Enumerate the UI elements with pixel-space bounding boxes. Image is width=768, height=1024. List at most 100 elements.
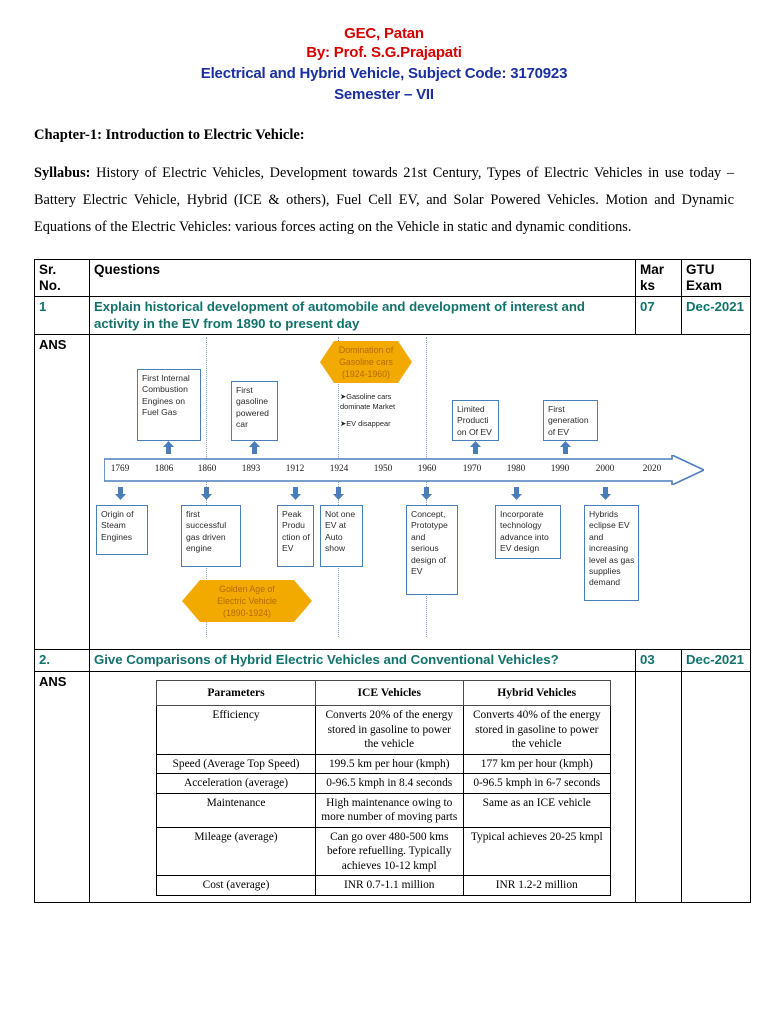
row1-sr-no: 1 (34, 296, 90, 335)
arrow-up-icon-1893 (249, 441, 260, 454)
col-header-sr-line2: No. (39, 278, 61, 293)
banner-top-text: Domination of Gasoline cars (1924-1960) (337, 344, 395, 380)
row1-ans-label: ANS (34, 334, 90, 650)
year-label-1924: 1924 (329, 464, 349, 474)
comparison-col-parameters: Parameters (156, 679, 316, 706)
col-header-gtu-line2: Exam (686, 278, 723, 293)
arrow-down-icon-1769 (115, 487, 126, 500)
year-label-1893: 1893 (241, 464, 261, 474)
banner-bottom-text: Golden Age of Electric Vehicle (1890-192… (215, 583, 279, 619)
questions-table: Sr. No. Questions Mar ks GTU Exam 1 Expl… (34, 259, 751, 903)
arrow-down-icon-1960 (421, 487, 432, 500)
col-header-questions: Questions (89, 259, 636, 297)
timeline-bullet-2: ➤EV disappear (340, 419, 391, 428)
comparison-hybrid-mileage: Typical achieves 20-25 kmpl (462, 826, 611, 876)
row1-answer-cell: First Internal Combustion Engines on Fue… (89, 334, 751, 650)
banner-domination-of-gasoline-cars: Domination of Gasoline cars (1924-1960) (320, 337, 412, 387)
header-line-institute: GEC, Patan (344, 25, 424, 42)
table-row: Cost (average) INR 0.7-1.1 million INR 1… (156, 875, 611, 896)
comparison-param-acceleration: Acceleration (average) (156, 773, 316, 794)
col-header-marks: Mar ks (635, 259, 682, 297)
table-row: Maintenance High maintenance owing to mo… (156, 792, 611, 828)
arrow-up-icon-1970 (470, 441, 481, 454)
timeline-bullets: ➤Gasoline cars dominate Market ➤EV disap… (340, 392, 420, 436)
timeline-box-above-1970: Limited Producti on Of EV (452, 400, 499, 441)
row2-gtu-exam: Dec-2021 (681, 649, 751, 672)
ice-vs-hybrid-comparison-table: Parameters ICE Vehicles Hybrid Vehicles … (156, 679, 611, 896)
banner-top-line3: (1924-1960) (342, 369, 390, 379)
col-header-marks-line1: Mar (640, 262, 665, 277)
row2-ans-label: ANS (34, 670, 90, 903)
banner-bottom-line3: (1890-1924) (223, 608, 271, 618)
table-row: Mileage (average) Can go over 480-500 km… (156, 826, 611, 876)
table-header-row: Sr. No. Questions Mar ks GTU Exam (34, 259, 751, 297)
timeline-box-below-1980: Incorporate technology advance into EV d… (495, 505, 561, 559)
timeline-box-above-1990: First generation of EV (543, 400, 598, 441)
double-arrow-shape (320, 341, 412, 383)
table-row: Acceleration (average) 0-96.5 kmph in 8.… (156, 773, 611, 794)
header-line-semester: Semester – VII (334, 86, 434, 103)
ev-history-timeline-diagram: First Internal Combustion Engines on Fue… (94, 337, 749, 647)
table-row: 1 Explain historical development of auto… (34, 296, 751, 335)
comparison-param-efficiency: Efficiency (156, 705, 316, 755)
arrow-down-icon-1860 (201, 487, 212, 500)
banner-golden-age-of-electric-vehicle: Golden Age of Electric Vehicle (1890-192… (182, 577, 312, 625)
year-label-1950: 1950 (373, 464, 393, 474)
col-header-sr-no: Sr. No. (34, 259, 90, 297)
timeline-box-below-1769: Origin of Steam Engines (96, 505, 148, 555)
col-header-gtu-exam: GTU Exam (681, 259, 751, 297)
banner-bottom-line1: Golden Age of (219, 584, 275, 594)
document-header: GEC, Patan By: Prof. S.G.Prajapati Elect… (0, 0, 768, 105)
comparison-param-mileage: Mileage (average) (156, 826, 316, 876)
year-label-2000: 2000 (595, 464, 615, 474)
table-row: Efficiency Converts 20% of the energy st… (156, 705, 611, 755)
comparison-ice-cost: INR 0.7-1.1 million (315, 875, 464, 896)
timeline-box-above-1893: First gasoline powered car (231, 381, 278, 441)
row2-question-text: Give Comparisons of Hybrid Electric Vehi… (89, 649, 636, 672)
table-row-answer: ANS Parameters ICE Vehicles Hybrid Vehic… (34, 670, 751, 903)
table-row: 2. Give Comparisons of Hybrid Electric V… (34, 649, 751, 672)
col-header-marks-line2: ks (640, 278, 656, 293)
banner-bottom-line2: Electric Vehicle (217, 596, 277, 606)
comparison-param-speed: Speed (Average Top Speed) (156, 753, 316, 774)
banner-top-line2: Gasoline cars (339, 357, 393, 367)
comparison-col-hybrid: Hybrid Vehicles (462, 679, 611, 706)
row2-answer-cell: Parameters ICE Vehicles Hybrid Vehicles … (89, 670, 636, 903)
row2-answer-gtu-cell (681, 670, 751, 903)
comparison-header-row: Parameters ICE Vehicles Hybrid Vehicles (156, 679, 611, 706)
comparison-hybrid-efficiency: Converts 40% of the energy stored in gas… (462, 705, 611, 755)
table-row: Speed (Average Top Speed) 199.5 km per h… (156, 753, 611, 774)
arrow-down-icon-1912 (290, 487, 301, 500)
chapter-title: Chapter-1: Introduction to Electric Vehi… (34, 127, 305, 143)
timeline-box-below-1960: Concept, Prototype and serious design of… (406, 505, 458, 595)
header-line-subject: Electrical and Hybrid Vehicle, Subject C… (200, 65, 568, 82)
comparison-param-cost: Cost (average) (156, 875, 316, 896)
syllabus-text: History of Electric Vehicles, Developmen… (34, 165, 734, 235)
row2-marks: 03 (635, 649, 682, 672)
header-line-author: By: Prof. S.G.Prajapati (306, 44, 462, 61)
timeline-bullet-1: ➤Gasoline cars dominate Market (340, 392, 396, 411)
arrow-down-icon-1924 (333, 487, 344, 500)
row1-marks: 07 (635, 296, 682, 335)
comparison-param-maintenance: Maintenance (156, 792, 316, 828)
comparison-ice-speed: 199.5 km per hour (kmph) (315, 753, 464, 774)
timeline-box-below-1924: Not one EV at Auto show (320, 505, 363, 567)
year-label-1970: 1970 (462, 464, 482, 474)
double-arrow-shape (182, 580, 312, 622)
timeline-box-below-1860: first successful gas driven engine (181, 505, 241, 567)
arrow-up-icon-1806 (163, 441, 174, 454)
row2-answer-marks-cell (635, 670, 682, 903)
comparison-ice-acceleration: 0-96.5 kmph in 8.4 seconds (315, 773, 464, 794)
row1-gtu-exam: Dec-2021 (681, 296, 751, 335)
col-header-gtu-line1: GTU (686, 262, 715, 277)
comparison-ice-mileage: Can go over 480-500 kms before refuellin… (315, 826, 464, 876)
comparison-hybrid-cost: INR 1.2-2 million (462, 875, 611, 896)
table-row-answer: ANS First Internal Combustion Engines on… (34, 334, 751, 650)
arrow-down-icon-2000 (600, 487, 611, 500)
arrow-up-icon-1990 (560, 441, 571, 454)
timeline-box-below-2000: Hybrids eclipse EV and increasing level … (584, 505, 639, 601)
row1-question-text: Explain historical development of automo… (89, 296, 636, 335)
year-label-1912: 1912 (285, 464, 305, 474)
year-label-2020: 2020 (642, 464, 662, 474)
